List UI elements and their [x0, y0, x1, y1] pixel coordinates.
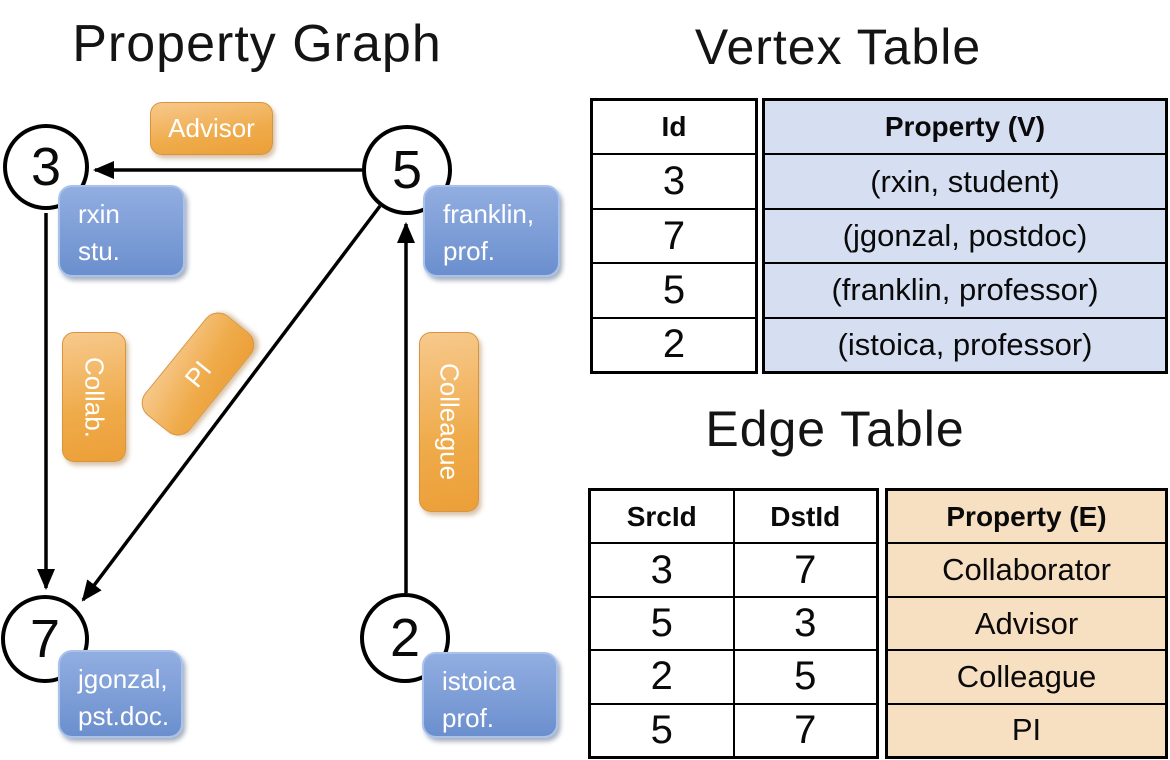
- vertex-table-header-id: Id: [661, 111, 687, 143]
- edge-label-text: Colleague: [434, 363, 465, 481]
- vertex-table-property-column: Property (V) (rxin, student) (jgonzal, p…: [762, 98, 1168, 374]
- edge-table-header-srcid: SrcId: [591, 491, 735, 543]
- vertex-property-line: stu.: [78, 236, 120, 266]
- table-row: (istoica, professor): [765, 316, 1165, 371]
- edge-table-header-dstid: DstId: [770, 500, 841, 532]
- vertex-property-line: prof.: [442, 703, 495, 733]
- edge-table-id-columns: SrcId DstId 3 7 5 3 2 5 5 7: [588, 488, 879, 759]
- graph-node-3: 3: [3, 124, 89, 210]
- table-row: Colleague: [888, 649, 1165, 702]
- table-row: 5 3: [591, 595, 876, 650]
- table-row: 5 7: [591, 702, 876, 757]
- edge-label-text: Collab.: [79, 356, 110, 438]
- edge-table-header-property: Property (E): [946, 500, 1107, 532]
- table-row: 5: [593, 262, 755, 316]
- vertex-table-id-column: Id 3 7 5 2: [590, 98, 758, 374]
- edge-label-collab: Collab.: [62, 332, 126, 462]
- vertex-property-line: prof.: [443, 236, 496, 266]
- table-row: 2 5: [591, 649, 876, 703]
- edge-label-text: PI: [178, 354, 217, 393]
- vertex-property-box-5: franklin, prof.: [423, 185, 560, 277]
- table-row: 3 7: [591, 542, 876, 596]
- table-row: 7: [593, 207, 755, 262]
- vertex-table-title: Vertex Table: [694, 19, 982, 75]
- edge-pi-arrow: [81, 204, 382, 602]
- edge-label-advisor: Advisor: [150, 102, 273, 155]
- node-id-label: 5: [391, 140, 423, 200]
- vertex-property-box-3: rxin stu.: [58, 185, 185, 277]
- edge-label-text: Advisor: [168, 113, 255, 143]
- vertex-property-line: jgonzal,: [78, 664, 168, 694]
- vertex-property-line: rxin: [78, 199, 120, 229]
- table-row: Collaborator: [888, 542, 1165, 595]
- edge-table-property-column: Property (E) Collaborator Advisor Collea…: [885, 488, 1168, 759]
- edge-table-header-ids: SrcId DstId: [591, 491, 876, 543]
- graph-title: Property Graph: [72, 15, 442, 73]
- table-row: Advisor: [888, 595, 1165, 649]
- vertex-property-line: pst.doc.: [78, 701, 170, 731]
- node-id-label: 7: [29, 609, 61, 669]
- table-row: PI: [888, 702, 1165, 756]
- table-row: 2: [593, 316, 755, 371]
- node-id-label: 3: [30, 137, 62, 197]
- vertex-property-box-2: istoica prof.: [422, 652, 558, 738]
- table-row: (rxin, student): [765, 153, 1165, 207]
- vertex-property-box-7: jgonzal, pst.doc.: [58, 650, 183, 738]
- edge-table-title: Edge Table: [705, 401, 965, 457]
- table-row: (jgonzal, postdoc): [765, 207, 1165, 262]
- edge-label-colleague: Colleague: [419, 332, 479, 512]
- table-row: 3: [593, 153, 755, 207]
- vertex-property-line: franklin,: [443, 199, 535, 229]
- vertex-table-header-property: Property (V): [884, 111, 1046, 143]
- node-id-label: 2: [389, 608, 421, 668]
- vertex-property-line: istoica: [442, 666, 516, 696]
- table-row: (franklin, professor): [765, 262, 1165, 316]
